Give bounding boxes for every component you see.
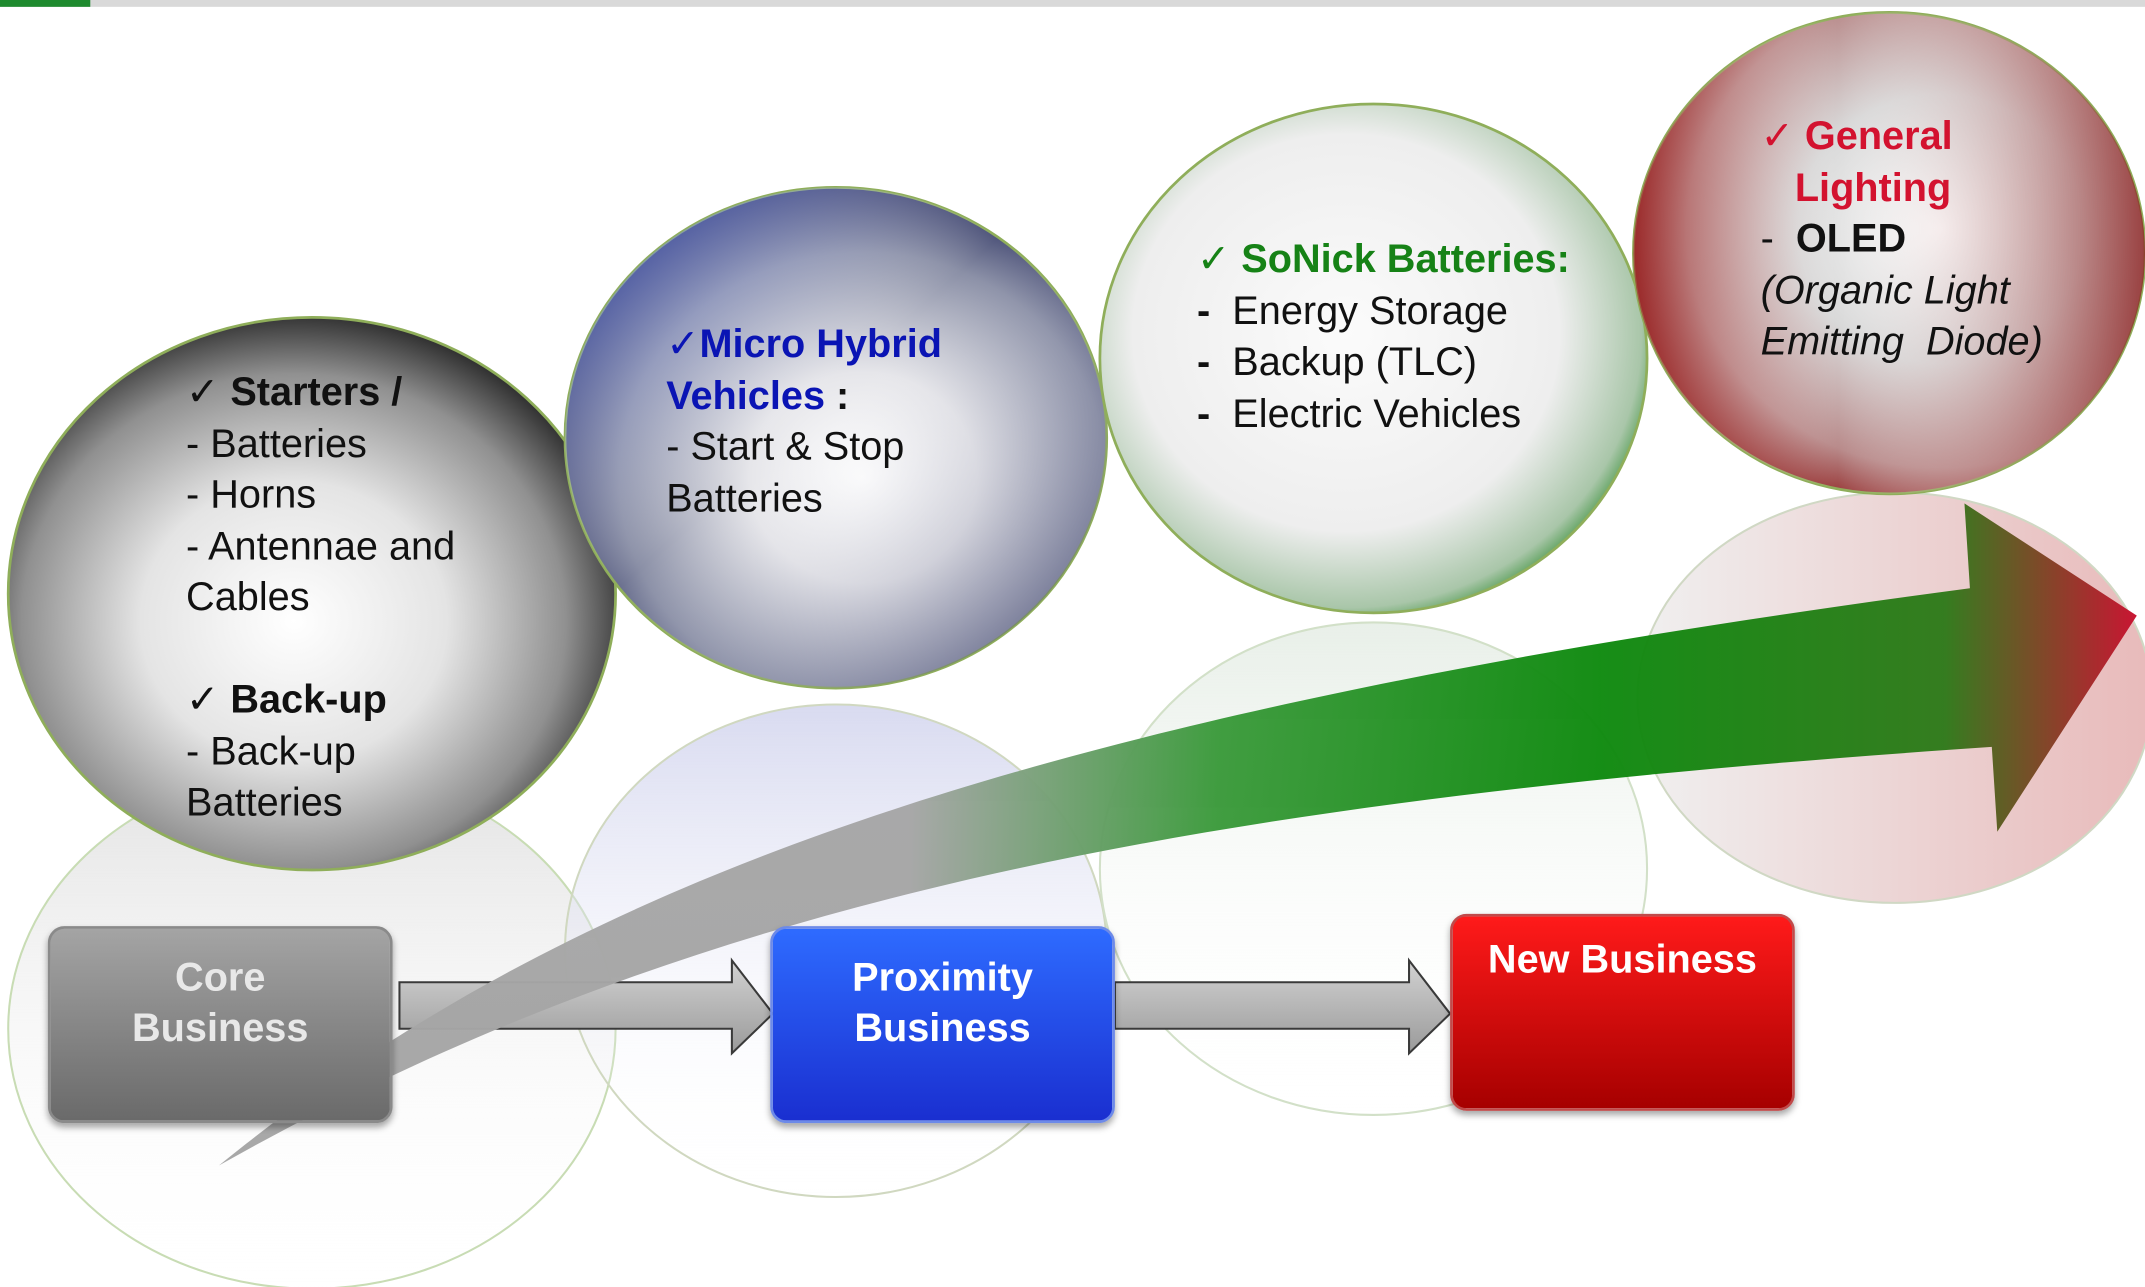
proximity-item-1: - Start & Stop xyxy=(666,425,905,470)
core-business-label-2: Business xyxy=(132,1006,309,1051)
core-business-box: Core Business xyxy=(47,926,393,1124)
new-business-label: New Business xyxy=(1487,938,1757,983)
proximity-item-2: Batteries xyxy=(666,476,823,521)
dash-icon: - xyxy=(1197,391,1211,436)
backup-item-2: Batteries xyxy=(186,781,343,825)
oled-desc-2: Emitting Diode) xyxy=(1760,320,2043,364)
core-item-antennae: - Antennae and xyxy=(186,524,456,569)
vehicles-colon: : xyxy=(825,374,850,418)
oled-desc-1: (Organic Light xyxy=(1760,268,2010,313)
sonick-title: SoNick Batteries: xyxy=(1241,238,1570,282)
backup-item-1: - Back-up xyxy=(186,729,356,774)
lighting-title: Lighting xyxy=(1794,166,1952,210)
backup-title: Back-up xyxy=(230,678,387,723)
general-title: General xyxy=(1804,114,1953,159)
check-icon: ✓ xyxy=(186,678,220,723)
proximity-business-label-2: Business xyxy=(854,1006,1031,1051)
micro-hybrid-title: Micro Hybrid xyxy=(699,322,942,367)
core-item-cables: Cables xyxy=(186,575,310,620)
lighting-bubble-tint xyxy=(1633,12,2145,494)
growth-arrow xyxy=(218,503,2137,1166)
sonick-bubble-text: ✓ SoNick Batteries: - Energy Storage - B… xyxy=(1197,235,1570,440)
proximity-bubble-text: ✓Micro Hybrid Vehicles : - Start & Stop … xyxy=(666,320,942,525)
check-icon: ✓ xyxy=(666,322,700,367)
check-icon: ✓ xyxy=(1760,114,1794,159)
core-business-label-1: Core xyxy=(175,956,266,1001)
core-bubble-text: ✓ Starters / - Batteries - Horns - Anten… xyxy=(186,368,455,830)
core-item-horns: - Horns xyxy=(186,473,317,518)
proximity-to-new-arrow xyxy=(1113,957,1452,1056)
oled-label: OLED xyxy=(1795,217,1907,262)
dash-icon: - xyxy=(1760,217,1774,262)
dash-icon: - xyxy=(1197,340,1211,385)
sonick-item-ev: Electric Vehicles xyxy=(1232,391,1522,436)
proximity-business-label-1: Proximity xyxy=(852,956,1033,1001)
top-rule xyxy=(0,0,2145,7)
dash-icon: - xyxy=(1197,289,1211,334)
check-icon: ✓ xyxy=(186,370,220,415)
new-business-box: New Business xyxy=(1450,913,1795,1111)
core-bubble xyxy=(6,316,617,872)
starters-title: Starters / xyxy=(230,370,403,415)
sonick-item-backup: Backup (TLC) xyxy=(1232,340,1478,385)
proximity-business-box: Proximity Business xyxy=(770,926,1115,1124)
top-rule-accent xyxy=(0,0,91,7)
sonick-bubble xyxy=(1098,102,1649,615)
sonick-item-energy: Energy Storage xyxy=(1232,289,1508,334)
proximity-bubble-tint xyxy=(564,187,1107,689)
core-item-batteries: - Batteries xyxy=(186,422,367,466)
check-icon: ✓ xyxy=(1197,238,1231,282)
vehicles-title: Vehicles xyxy=(666,374,826,418)
lighting-bubble-text: ✓ General Lighting - OLED (Organic Light… xyxy=(1761,112,2043,369)
